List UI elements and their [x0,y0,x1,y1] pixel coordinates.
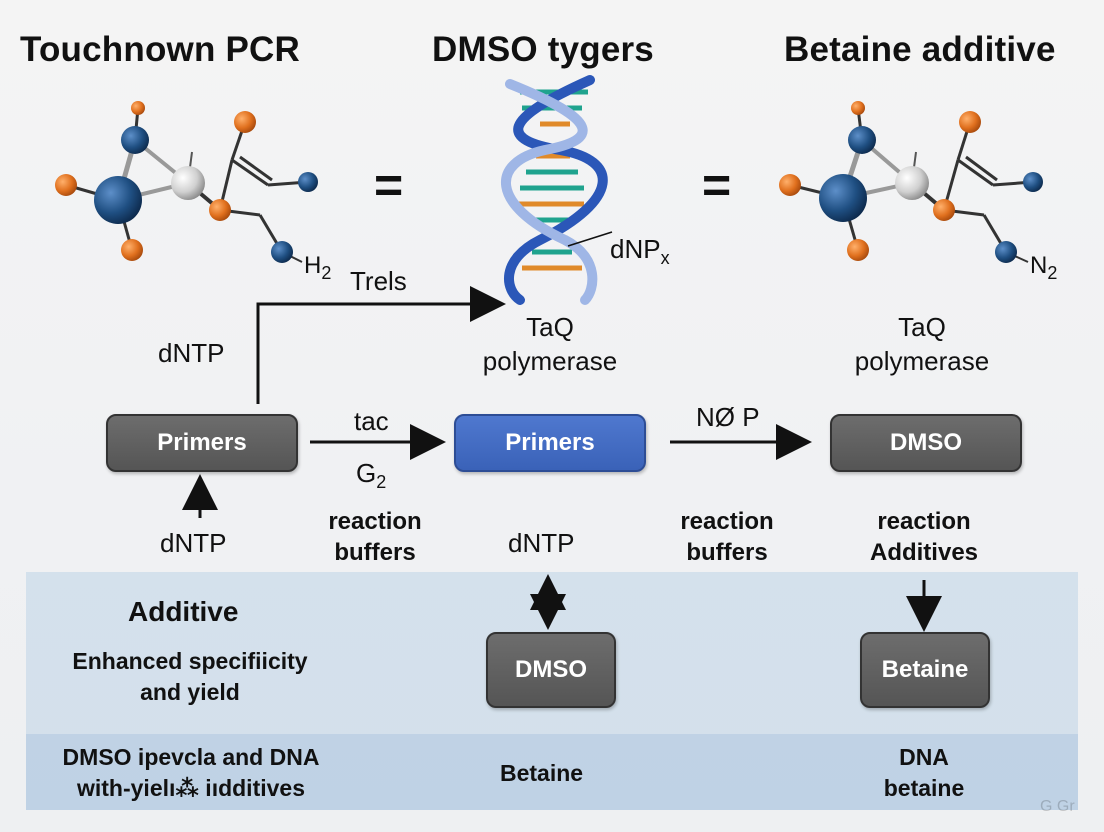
watermark: G Gr [1040,798,1075,815]
dna-label-text: dNP [610,234,661,264]
molecule-right-label: N2 [1030,252,1057,284]
arrow-label-g2: G2 [356,458,386,493]
molecule-left-label: H2 [304,252,331,284]
additive-desc-line2: and yield [140,679,240,705]
molecule-right-label-text: N [1030,252,1048,279]
equals-sign-left: = [374,157,404,213]
additive-heading: Additive [128,596,239,627]
taq-right-line2: polymerase [854,346,990,376]
reaction-buffers-1-line1: reaction [328,508,422,535]
footer-center-text: Betaine [500,760,584,786]
primers-box-center: Primers [454,414,646,472]
title-dmso: DMSO tygers [432,30,654,69]
title-betaine-additive: Betaine additive [784,30,1056,69]
taq-polymerase-center: TaQ polymerase [462,310,638,378]
additive-description: Enhanced specifiicity and yield [40,646,340,708]
molecule-right [779,101,1043,263]
arrow-to-taq [256,286,506,404]
reaction-buffers-1: reaction buffers [300,506,450,568]
footer-right-text: DNA betaine [864,742,984,804]
footer-left-line2: with-yielı⁂ iıdditives [76,775,305,801]
footer-right-line1: DNA [899,744,949,770]
arrow-label-trels: Trels [350,266,407,296]
arrow-label-g2-text: G [356,458,377,488]
dna-label: dNPx [610,234,670,269]
footer-left-line1: DMSO ipevcla and DNA [62,744,320,770]
dntp-top-left-label: dNTP [158,338,225,368]
reaction-additives-line2: Additives [869,539,979,566]
additive-desc-line1: Enhanced specifiicity [72,648,308,674]
reaction-additives: reaction Additives [834,506,1014,568]
molecule-left-label-sub: 2 [321,262,332,283]
dna-label-sub: x [660,248,670,269]
taq-center-line2: polymerase [482,346,618,376]
dmso-box-right: DMSO [830,414,1022,472]
molecule-left [55,101,318,263]
reaction-additives-line1: reaction [877,508,971,535]
taq-right-line1: TaQ [898,312,946,342]
title-touchdown-pcr: Touchnown PCR [20,30,300,69]
dntp-bottom-left-label: dNTP [160,528,227,558]
arrow-label-tac: tac [354,406,389,436]
reaction-buffers-1-line2: buffers [334,539,416,566]
footer-right-line2: betaine [883,775,965,801]
betaine-panel-box: Betaine [860,632,990,708]
taq-polymerase-right: TaQ polymerase [834,310,1010,378]
reaction-buffers-2: reaction buffers [652,506,802,568]
dntp-center-label: dNTP [508,528,575,558]
molecule-right-label-sub: 2 [1047,262,1058,283]
reaction-buffers-2-line1: reaction [680,508,774,535]
dna-helix [501,75,613,305]
primers-box-left: Primers [106,414,298,472]
footer-band [26,734,1078,810]
dmso-panel-box: DMSO [486,632,616,708]
arrow-label-g2-sub: 2 [376,472,387,493]
footer-left-text: DMSO ipevcla and DNA with-yielı⁂ iıdditi… [26,742,356,804]
reaction-buffers-2-line2: buffers [686,539,768,566]
arrow-label-nop: NØ P [696,402,760,432]
molecule-left-label-text: H [304,252,322,279]
equals-sign-right: = [702,157,732,213]
taq-center-line1: TaQ [526,312,574,342]
